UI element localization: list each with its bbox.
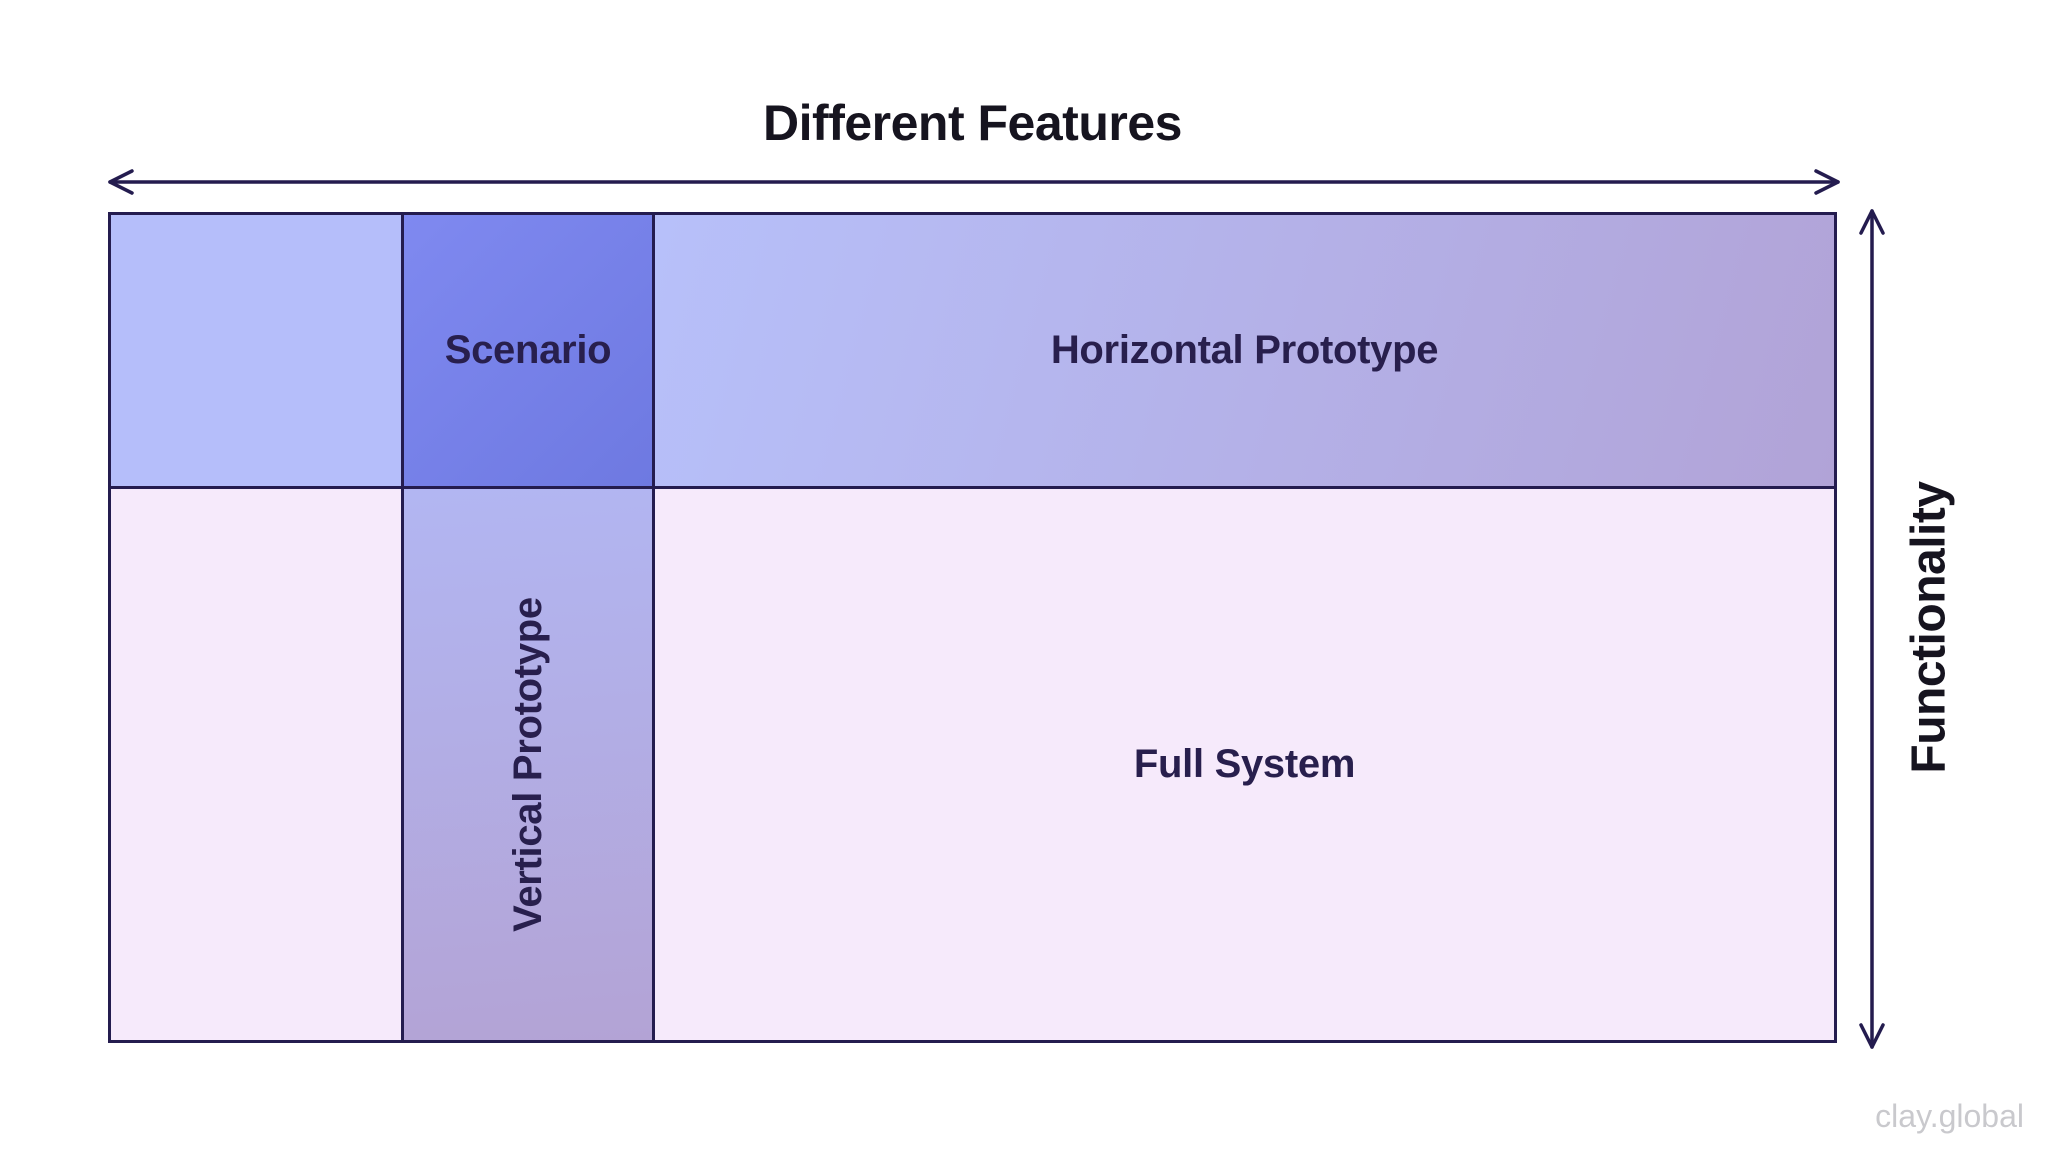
x-axis-title: Different Features	[763, 95, 1182, 151]
y-axis-title-wrapper: Functionality	[1896, 212, 1962, 1043]
watermark: clay.global	[1875, 1098, 2024, 1134]
cell-horizontal-prototype: Horizontal Prototype	[655, 215, 1834, 486]
x-axis-arrow-icon	[108, 169, 1840, 195]
cell-vertical-prototype: Vertical Prototype	[404, 489, 652, 1040]
cell-scenario: Scenario	[404, 215, 652, 486]
full-system-label: Full System	[1133, 742, 1356, 786]
cell-full-system: Full System	[655, 489, 1834, 1040]
vertical-prototype-label: Vertical Prototype	[505, 597, 550, 932]
prototype-matrix: Scenario Horizontal Prototype Vertical P…	[108, 212, 1837, 1043]
y-axis-title: Functionality	[1902, 481, 1956, 774]
scenario-label: Scenario	[444, 328, 612, 372]
y-axis-arrow-icon	[1859, 209, 1885, 1049]
cell-blank-top-left	[111, 215, 401, 486]
cell-blank-bottom-left	[111, 489, 401, 1040]
horizontal-prototype-label: Horizontal Prototype	[1050, 328, 1439, 372]
